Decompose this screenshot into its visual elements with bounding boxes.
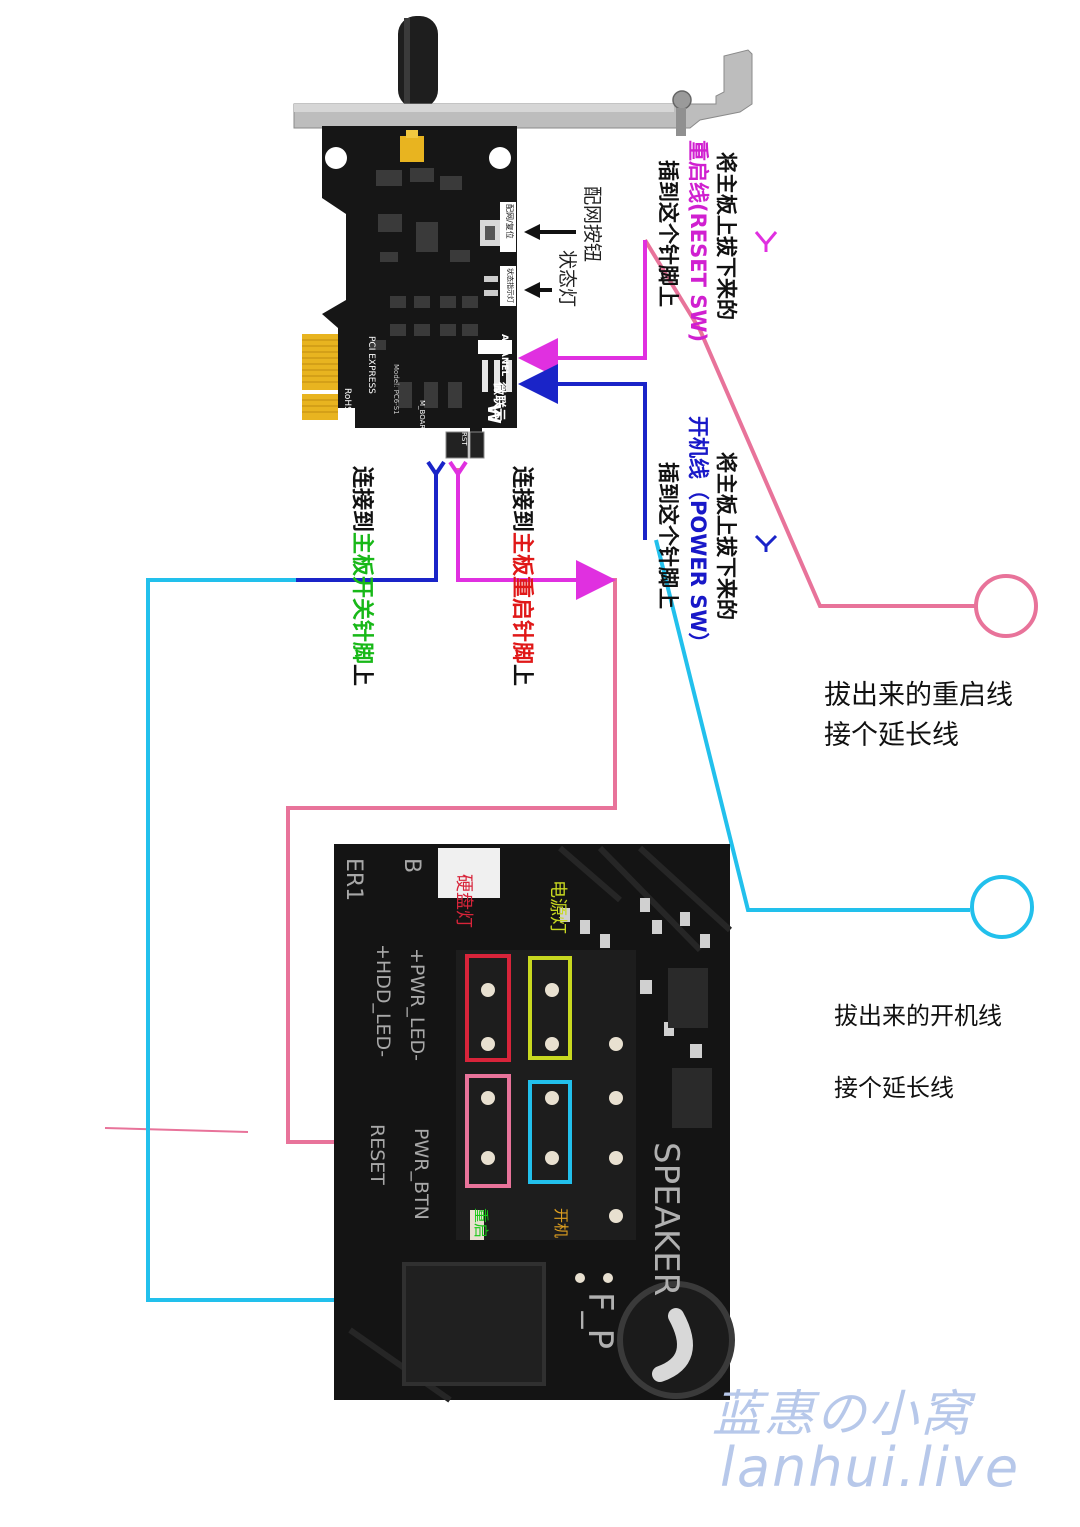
power-extension-line1: 拔出来的开机线: [834, 1002, 1002, 1030]
silk-speaker: SPEAKER: [646, 1142, 686, 1297]
reset-wire-card-segment: [456, 470, 616, 600]
hdd-led-highlight-box: [465, 954, 511, 1062]
card-model-label: Model: PC6-S1: [392, 364, 400, 415]
status-light-label: 状态灯: [556, 250, 578, 308]
power-extension-wire: [654, 539, 970, 912]
connect-reset-pins-label: 连接到主板重启针脚上: [508, 466, 540, 686]
power-instruction-line3: 插到这个针脚上: [656, 462, 680, 609]
reset-y-marker: [754, 231, 778, 252]
reset-instruction-term: 重启线: [686, 140, 710, 203]
connect-power-suffix: 上: [349, 664, 374, 687]
pink-stray-mark: [104, 1127, 249, 1133]
reset-pins-highlight-box: [465, 1074, 511, 1188]
silk-reset: RESET: [366, 1124, 388, 1185]
reset-extension-line1: 拔出来的重启线: [824, 680, 1013, 711]
power-instruction-term-en: （POWER SW）: [686, 479, 710, 654]
motherboard-header-photo: [334, 844, 735, 1403]
connect-power-target: 主板开关针脚: [349, 532, 374, 665]
svg-text:W: W: [483, 404, 504, 424]
pci-card-board: W: [322, 126, 517, 459]
card-panel-label: A PANEL: [499, 334, 509, 377]
power-instruction-term: 开机线: [686, 416, 710, 479]
connect-reset-prefix: 连接到: [509, 466, 534, 533]
silk-hdd-led: +HDD_LED-: [372, 944, 394, 1058]
power-y-marker: [754, 534, 778, 552]
power-arrow-to-panel: [518, 364, 647, 540]
power-extension-line2: 接个延长线: [834, 1074, 954, 1102]
connect-power-prefix: 连接到: [349, 466, 374, 533]
card-mboard-label: M_BOARD: [418, 400, 426, 435]
rohs-logo-text: RoHS: [342, 388, 352, 412]
power-led-highlight-box: [528, 956, 572, 1060]
connect-reset-target: 主板重启针脚: [509, 532, 534, 665]
card-rst-label: RST: [460, 432, 468, 446]
pci-bracket: [293, 49, 753, 136]
card-led-label: 状态指示灯: [506, 268, 514, 303]
reset-extension-wire: [643, 238, 976, 608]
power-instruction-line2: 开机线（POWER SW）: [684, 416, 714, 654]
power-wire-card-segment: [296, 470, 438, 582]
card-pwr-label: PWR: [438, 436, 446, 453]
card-brand-label: 微联云: [491, 382, 506, 422]
reset-pins-label: 重启: [472, 1208, 490, 1239]
power-extension-circle: [970, 875, 1034, 939]
watermark-url: lanhui.live: [720, 1436, 1021, 1499]
silk-fp: F_P: [580, 1292, 620, 1350]
hdd-led-label: 硬盘灯: [453, 874, 474, 928]
power-instruction-line1: 将主板上拔下来的: [714, 452, 738, 620]
pairing-button-label: 配网按钮: [581, 186, 603, 263]
reset-instruction-line3: 插到这个针脚上: [656, 160, 680, 307]
silk-b: B: [399, 858, 424, 874]
card-button-label: 配网/复位: [505, 204, 514, 239]
silk-pwr-btn: PWR_BTN: [410, 1128, 432, 1220]
wifi-antenna: [398, 16, 438, 108]
power-led-label: 电源灯: [547, 880, 568, 934]
pairing-button-arrow: [524, 224, 576, 240]
reset-pin-arrowhead: [448, 460, 468, 478]
silk-pwr-led: +PWR_LED-: [406, 948, 428, 1061]
pci-express-logo-text: PCI EXPRESS: [366, 336, 376, 394]
reset-arrow-to-panel: [518, 240, 647, 378]
reset-instruction-term-en: (RESET SW): [686, 203, 710, 343]
power-button-pins-highlight-box: [528, 1080, 572, 1184]
reset-instruction-line1: 将主板上拔下来的: [714, 152, 738, 320]
status-light-arrow: [524, 282, 552, 298]
reset-instruction-line2: 重启线(RESET SW): [684, 140, 714, 342]
reset-extension-note: 拔出来的重启线 接个延长线: [824, 676, 1013, 756]
reset-extension-circle: [974, 574, 1038, 638]
connect-reset-suffix: 上: [509, 664, 534, 687]
power-pin-arrowhead: [426, 460, 446, 478]
reset-extension-line2: 接个延长线: [824, 720, 959, 751]
watermark-title: 蓝惠の小窝: [712, 1385, 972, 1443]
pcie-gold-fingers: [302, 334, 338, 420]
connect-power-pins-label: 连接到主板开关针脚上: [348, 466, 380, 686]
silk-er1: ER1: [341, 858, 366, 902]
power-pins-label: 开机: [552, 1208, 570, 1239]
